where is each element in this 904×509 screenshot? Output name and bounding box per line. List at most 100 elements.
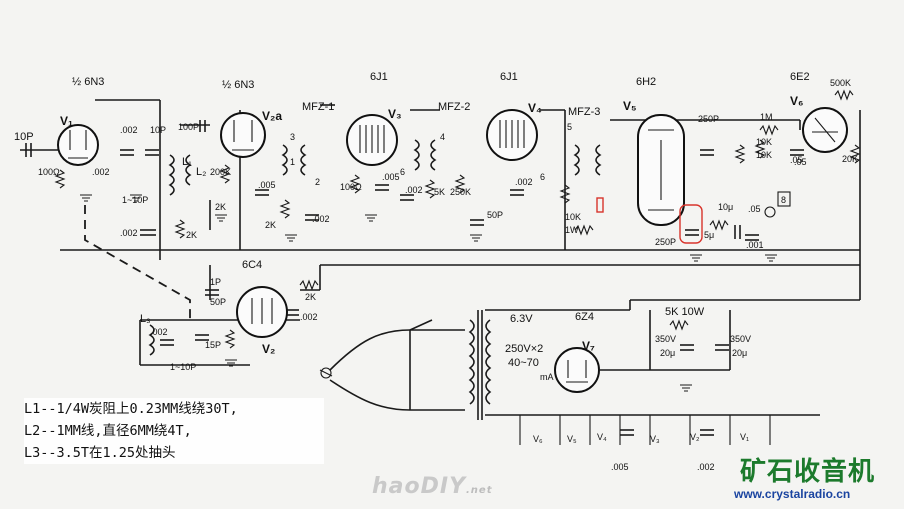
- label-labels-c350b: 350V: [730, 334, 751, 344]
- tube-v7: [554, 347, 600, 393]
- label-labels-hc002: .002: [697, 462, 715, 472]
- label-labels-c002e: .002: [405, 185, 423, 195]
- watermark-main: haoDIY: [372, 474, 466, 499]
- label-labels-cvar: 1~10P: [122, 195, 148, 205]
- label-labels-h2: V₂: [690, 432, 700, 442]
- watermark-suffix: .net: [466, 485, 493, 496]
- label-tubes-v2b-name: V₂: [262, 342, 275, 356]
- label-labels-h3: V₃: [650, 434, 660, 444]
- label-labels-pin6b: 6: [540, 172, 545, 182]
- if-transformers: [148, 139, 602, 356]
- crystalradio-url: www.crystalradio.cn: [734, 487, 851, 501]
- gang-tuning-link: [84, 205, 191, 320]
- resistors: [54, 89, 861, 349]
- label-tubes-v7-name: V₇: [582, 339, 595, 353]
- label-labels-pin3: 3: [290, 132, 295, 142]
- label-labels-r5k10w: 5K 10W: [665, 306, 705, 318]
- label-labels-w1: 1W: [565, 225, 579, 235]
- label-tubes-v6-type: 6E2: [790, 71, 810, 83]
- label-labels-h4: V₄: [597, 432, 607, 442]
- label-labels-r2kc: 2K: [265, 220, 276, 230]
- label-tubes-v1-name: V₁: [60, 114, 73, 128]
- coil-winding-notes: L1--1/4W炭阻上0.23MM线绕30T, L2--1MM线,直径6MM绕4…: [24, 398, 324, 464]
- label-labels-r10k: 10K: [565, 212, 581, 222]
- label-tubes-v4-type: 6J1: [500, 71, 518, 83]
- transformer-primary: [468, 319, 475, 405]
- label-labels-r500k: 500K: [830, 78, 851, 88]
- tube-v6: [802, 107, 848, 153]
- tube-v2b: [236, 286, 288, 338]
- label-labels-c002c: .002: [120, 228, 138, 238]
- label-tubes-v2a-type: ½ 6N3: [222, 79, 254, 91]
- label-labels-meter: 8: [781, 195, 786, 205]
- indicator-box: [777, 191, 791, 207]
- label-labels-ma: 40~70: [508, 357, 539, 369]
- label-labels-r10ka: 10K: [756, 137, 772, 147]
- label-labels-r1m: 1M: [760, 112, 773, 122]
- label-labels-r100k: 100Ω: [38, 167, 60, 177]
- label-labels-c002d: .002: [312, 214, 330, 224]
- label-labels-c350a: 350V: [655, 334, 676, 344]
- label-labels-l2: L₂: [196, 166, 206, 178]
- tube-v2a: [220, 112, 266, 158]
- note-l1: L1--1/4W炭阻上0.23MM线绕30T,: [24, 401, 238, 417]
- label-labels-c10p: 10P: [14, 131, 34, 143]
- label-labels-pin6: 6: [400, 167, 405, 177]
- label-labels-h6: V₆: [533, 434, 543, 444]
- label-labels-c20a: 20μ: [660, 348, 675, 358]
- output-jack: [764, 206, 776, 218]
- label-labels-hc005: .005: [611, 462, 629, 472]
- label-labels-cvar2: 1~10P: [170, 362, 196, 372]
- label-labels-c10pb: 10P: [150, 125, 166, 135]
- tube-v4: [486, 109, 538, 161]
- label-labels-r20k: 20K: [842, 154, 858, 164]
- label-labels-c002g: .002: [300, 312, 318, 322]
- label-labels-c05b: .05: [748, 204, 761, 214]
- label-labels-c005a: .005: [258, 180, 276, 190]
- mains-wire-top: [329, 329, 411, 371]
- label-filters-f3: MFZ-3: [568, 106, 600, 118]
- label-labels-c001: .001: [746, 240, 764, 250]
- label-labels-hv: 250V×2: [505, 343, 543, 355]
- note-l2: L2--1MM线,直径6MM绕4T,: [24, 423, 192, 439]
- note-l3: L3--3.5T在1.25处抽头: [24, 445, 176, 461]
- label-labels-r100k2: 100Ω: [340, 182, 362, 192]
- label-labels-r250k: 250K: [450, 187, 471, 197]
- label-tubes-v3-type: 6J1: [370, 71, 388, 83]
- label-tubes-v5-name: V₅: [623, 99, 637, 113]
- label-labels-c002a: .002: [120, 125, 138, 135]
- label-labels-l1: L₁: [182, 156, 192, 168]
- label-tubes-v2a-name: V₂a: [262, 109, 282, 123]
- mains-plug-icon: [320, 367, 332, 379]
- label-labels-c10u: 10μ: [718, 202, 733, 212]
- ground-symbols: [80, 194, 777, 392]
- label-labels-c250pb: 250P: [655, 237, 676, 247]
- label-labels-c250pa: 250P: [698, 114, 719, 124]
- label-labels-c100p: 100P: [178, 122, 199, 132]
- transformer-secondary: [485, 319, 492, 405]
- label-labels-c50pb: 50P: [210, 297, 226, 307]
- label-labels-r2kd: 2K: [305, 292, 316, 302]
- label-labels-c05c: .05: [790, 155, 803, 165]
- label-tubes-v4-name: V₄: [528, 101, 542, 115]
- label-filters-f1: MFZ-1: [302, 101, 334, 113]
- label-labels-c05a: .05: [794, 157, 807, 167]
- label-labels-r5k: 5K: [434, 187, 445, 197]
- label-labels-pin1: 1: [290, 157, 295, 167]
- label-labels-c002h: .002: [150, 327, 168, 337]
- label-tubes-v1-type: ½ 6N3: [72, 76, 104, 88]
- red-mark-2: [679, 204, 703, 244]
- label-labels-h5: V₅: [567, 434, 577, 444]
- label-labels-pin4: 4: [440, 132, 445, 142]
- label-labels-r200k: 200K: [210, 167, 231, 177]
- label-tubes-v6-name: V₆: [790, 94, 803, 108]
- label-labels-r2ka: 2K: [186, 230, 197, 240]
- label-labels-c1p: 1P: [210, 277, 221, 287]
- heater-taps: [519, 415, 771, 445]
- tube-v1: [57, 124, 99, 166]
- label-labels-r2kb: 2K: [215, 202, 226, 212]
- label-labels-r10kb: 10K: [756, 150, 772, 160]
- label-tubes-v5-type: 6H2: [636, 76, 656, 88]
